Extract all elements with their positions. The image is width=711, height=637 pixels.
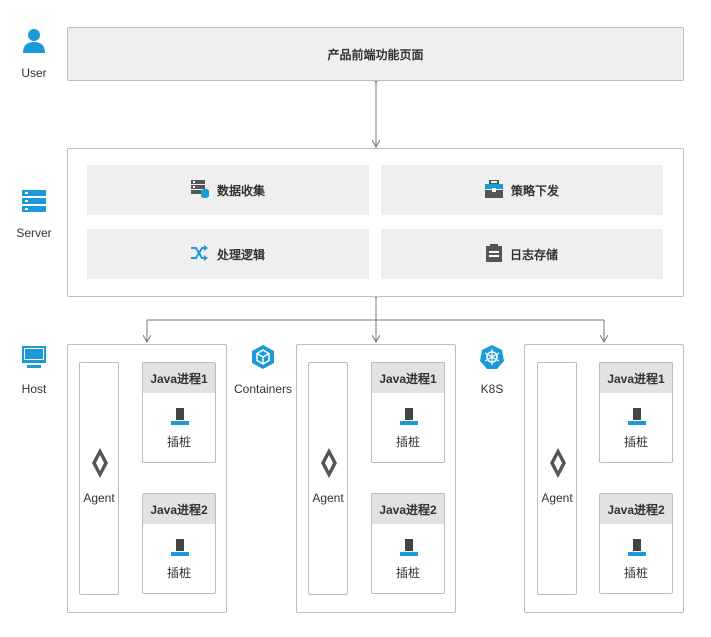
- kubernetes-icon: [480, 345, 504, 374]
- containers-process-2: Java进程2 插桩: [371, 493, 445, 594]
- k8s-label: K8S: [480, 382, 504, 396]
- containers-process-1-stake: 插桩: [395, 435, 420, 449]
- frontend-page-box: 产品前端功能页面: [67, 27, 684, 81]
- stake-icon: [171, 408, 189, 431]
- frontend-page-label: 产品前端功能页面: [327, 47, 424, 62]
- host-agent-label: Agent: [83, 491, 115, 505]
- k8s-process-2: Java进程2 插桩: [599, 493, 673, 594]
- document-icon: [485, 243, 502, 265]
- containers-process-1: Java进程1 插桩: [371, 362, 445, 463]
- host-process-1-stake: 插桩: [166, 435, 191, 449]
- containers-process-2-title: Java进程2: [372, 494, 444, 524]
- host-process-1: Java进程1 插桩: [142, 362, 216, 463]
- toolbox-icon: [484, 178, 503, 201]
- strategy-cell: 策略下发: [381, 165, 663, 215]
- agent-diamond-icon: [550, 448, 566, 483]
- data-collect-cell: 数据收集: [87, 165, 369, 215]
- stake-icon: [400, 539, 418, 562]
- monitor-icon: [22, 346, 46, 375]
- strategy-label: 策略下发: [510, 183, 559, 198]
- containers-process-1-title: Java进程1: [372, 363, 444, 393]
- agent-diamond-icon: [92, 448, 108, 483]
- k8s-process-2-stake: 插桩: [623, 566, 648, 580]
- k8s-process-1-stake: 插桩: [623, 435, 648, 449]
- k8s-process-1: Java进程1 插桩: [599, 362, 673, 463]
- k8s-agent-label: Agent: [541, 491, 573, 505]
- log-store-cell: 日志存储: [381, 229, 663, 279]
- stake-icon: [171, 539, 189, 562]
- shuffle-icon: [190, 244, 209, 265]
- containers-agent-label: Agent: [312, 491, 344, 505]
- logic-cell: 处理逻辑: [87, 229, 369, 279]
- log-store-label: 日志存储: [509, 247, 558, 262]
- user-label: User: [21, 66, 47, 80]
- host-process-1-title: Java进程1: [143, 363, 215, 393]
- host-process-2: Java进程2 插桩: [142, 493, 216, 594]
- host-agent: Agent: [79, 362, 119, 595]
- host-process-2-stake: 插桩: [166, 566, 191, 580]
- stake-icon: [400, 408, 418, 431]
- host-label: Host: [21, 382, 47, 396]
- containers-process-2-stake: 插桩: [395, 566, 420, 580]
- stake-icon: [628, 408, 646, 431]
- logic-label: 处理逻辑: [216, 247, 265, 262]
- k8s-agent: Agent: [537, 362, 577, 595]
- k8s-process-1-title: Java进程1: [600, 363, 672, 393]
- cube-icon: [252, 345, 274, 374]
- database-icon: [190, 179, 209, 201]
- containers-agent: Agent: [308, 362, 348, 595]
- agent-diamond-icon: [321, 448, 337, 483]
- data-collect-label: 数据收集: [216, 183, 265, 198]
- host-process-2-title: Java进程2: [143, 494, 215, 524]
- containers-label: Containers: [233, 382, 293, 396]
- server-icon: [22, 190, 46, 217]
- k8s-process-2-title: Java进程2: [600, 494, 672, 524]
- stake-icon: [628, 539, 646, 562]
- user-icon: [22, 28, 46, 59]
- server-label: Server: [16, 226, 52, 240]
